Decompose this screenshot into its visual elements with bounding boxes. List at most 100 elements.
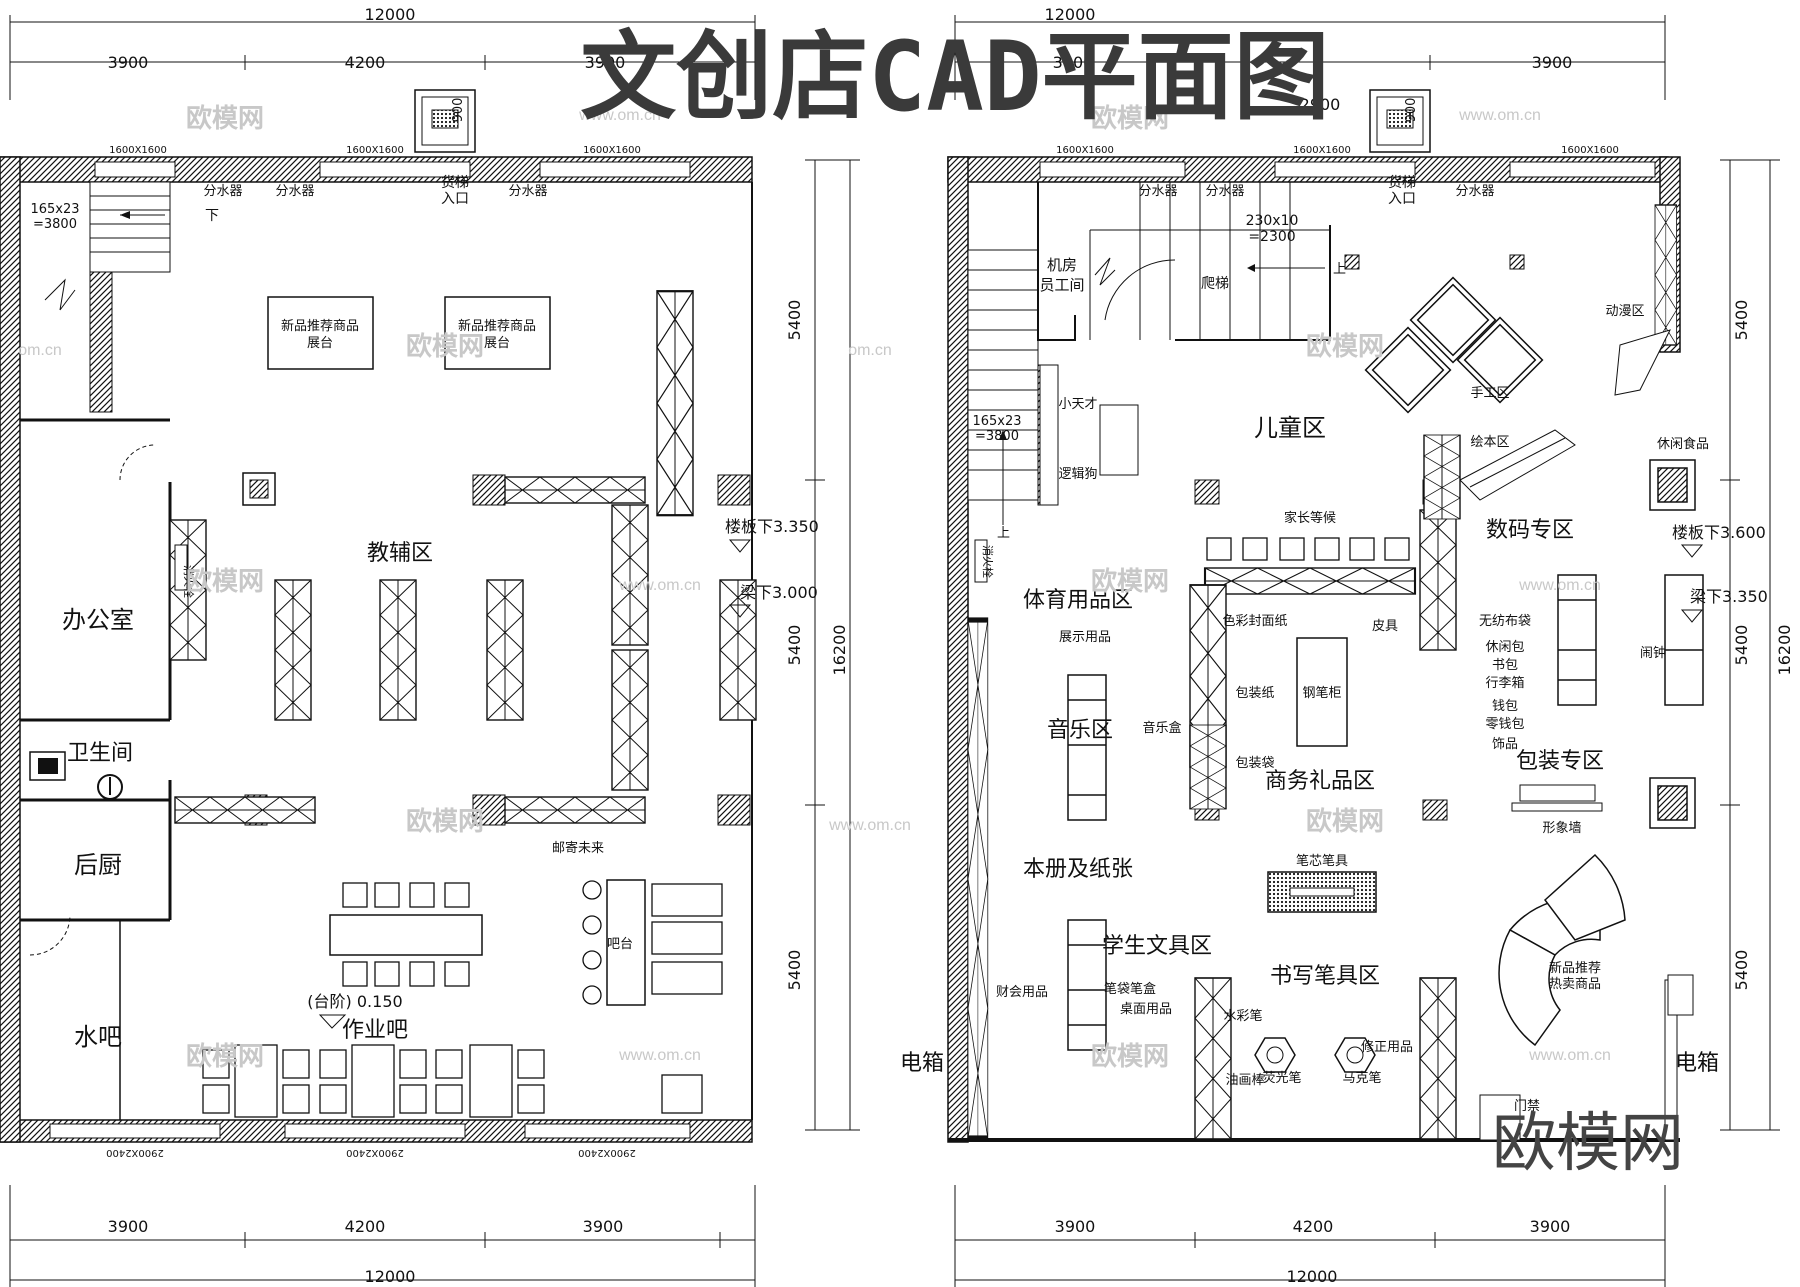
window-spec-top-1c: 1600X1600 bbox=[583, 145, 641, 156]
window-spec-top-2b: 1600X1600 bbox=[1293, 145, 1351, 156]
dim-vert-2a: 5400 bbox=[1732, 300, 1751, 341]
watermark-brand: 欧模网 bbox=[1306, 806, 1384, 836]
watermark-brand: 欧模网 bbox=[1091, 566, 1169, 596]
zone-digital: 数码专区 bbox=[1486, 518, 1574, 543]
window-spec-bottom-1c: 2900X2400 bbox=[578, 1147, 636, 1158]
booth-label-1b: 新品推荐商品 bbox=[458, 318, 536, 334]
gift-bags-label: 包装袋 bbox=[1235, 756, 1274, 771]
watermark-brand: 欧模网 bbox=[186, 566, 264, 596]
watermark-url: om.cn bbox=[848, 342, 892, 359]
brand-logo-text: 欧模网 bbox=[1492, 1107, 1684, 1179]
watermark-url: www.om.cn bbox=[1528, 1047, 1611, 1064]
pencil-case-label: 笔袋笔盒 bbox=[1104, 981, 1156, 997]
elec-box-right: 电箱 bbox=[1675, 1051, 1719, 1076]
dim-seg-top-1b: 4200 bbox=[345, 53, 386, 72]
dim-lift-2: 900 bbox=[1404, 98, 1419, 123]
accessories-label: 饰品 bbox=[1492, 737, 1518, 752]
zone-wc: 卫生间 bbox=[67, 741, 133, 766]
dim-vert-1b: 5400 bbox=[785, 625, 804, 666]
correction-label: 修正用品 bbox=[1361, 1040, 1413, 1055]
plan-2-second-floor bbox=[947, 15, 1780, 1287]
watercolor-label: 水彩笔 bbox=[1223, 1008, 1262, 1024]
watermark-brand: 欧模网 bbox=[1091, 103, 1169, 133]
color-cover-label: 色彩封面纸 bbox=[1222, 613, 1287, 629]
ladder-label: 爬梯 bbox=[1201, 276, 1229, 292]
water-divider-1c: 分水器 bbox=[508, 184, 547, 199]
dim-seg-bottom-2b: 4200 bbox=[1293, 1217, 1334, 1236]
step-level-1: (台阶) 0.150 bbox=[307, 992, 402, 1011]
hydrant-label-2: 消火栓 bbox=[981, 545, 995, 578]
wrapping-paper-label: 包装纸 bbox=[1235, 686, 1274, 701]
refills-label: 笔芯笔具 bbox=[1296, 853, 1348, 869]
zone-picture-books: 绘本区 bbox=[1470, 435, 1509, 450]
plan-1-first-floor bbox=[0, 15, 860, 1287]
zone-music: 音乐区 bbox=[1047, 718, 1113, 743]
new-hot-line1: 新品推荐 bbox=[1549, 960, 1601, 976]
alarm-clock-label: 闹钟 bbox=[1640, 645, 1666, 661]
dim-total-bottom-2: 12000 bbox=[1287, 1267, 1338, 1286]
small-genius-label: 小天才 bbox=[1058, 397, 1097, 412]
watermark-brand: 欧模网 bbox=[1306, 331, 1384, 361]
logic-dog-label: 逻辑狗 bbox=[1058, 467, 1097, 482]
dim-total-bottom-1: 12000 bbox=[365, 1267, 416, 1286]
stair-len-1: =3800 bbox=[33, 217, 77, 232]
image-wall-label: 形象墙 bbox=[1542, 821, 1581, 836]
dim-vert-total-2: 16200 bbox=[1775, 625, 1794, 676]
stair-down-label: 下 bbox=[205, 208, 219, 224]
marker-label: 马克笔 bbox=[1342, 1070, 1381, 1086]
window-spec-bottom-1b: 2900X2400 bbox=[346, 1147, 404, 1158]
school-bag-label: 书包 bbox=[1492, 658, 1518, 673]
wallet-label: 钱包 bbox=[1492, 699, 1518, 714]
dim-seg-top-2c: 3900 bbox=[1532, 53, 1573, 72]
dim-seg-top-1c: 3900 bbox=[585, 53, 626, 72]
watermark-url: www.om.cn bbox=[578, 107, 661, 124]
cargo-lift-label-2: 货梯 bbox=[1388, 174, 1416, 191]
watermark-url: www.om.cn bbox=[618, 577, 701, 594]
watermarks: 欧模网 欧模网 www.om.cn www.om.cn 欧模网 欧模网 om.c… bbox=[18, 103, 1611, 1071]
zone-office: 办公室 bbox=[62, 606, 134, 634]
dim-seg-bottom-2a: 3900 bbox=[1055, 1217, 1096, 1236]
highlighter-label: 荧光笔 bbox=[1262, 1070, 1301, 1086]
machine-room-label: 机房 bbox=[1047, 256, 1077, 274]
beam-level-1: 梁下3.000 bbox=[740, 583, 818, 602]
dim-seg-bottom-1a: 3900 bbox=[108, 1217, 149, 1236]
coin-purse-label: 零钱包 bbox=[1485, 717, 1524, 732]
dim-vert-1c: 5400 bbox=[785, 950, 804, 991]
zone-kitchen: 后厨 bbox=[74, 851, 122, 879]
luggage-label: 行李箱 bbox=[1485, 675, 1524, 691]
zone-handcraft: 手工区 bbox=[1470, 386, 1509, 401]
window-spec-top-2a: 1600X1600 bbox=[1056, 145, 1114, 156]
pen-cabinet-label: 钢笔柜 bbox=[1302, 685, 1341, 701]
finance-supplies-label: 财会用品 bbox=[996, 985, 1048, 1000]
dim-seg-bottom-1b: 4200 bbox=[345, 1217, 386, 1236]
dim-vert-2b: 5400 bbox=[1732, 625, 1751, 666]
zone-gifts: 商务礼品区 bbox=[1265, 769, 1375, 794]
zone-student: 学生文具区 bbox=[1102, 934, 1212, 959]
dim-seg-top-1a: 3900 bbox=[108, 53, 149, 72]
zone-jiaofu: 教辅区 bbox=[367, 541, 433, 566]
water-divider-2a: 分水器 bbox=[1138, 184, 1177, 199]
watermark-url: www.om.cn bbox=[828, 817, 911, 834]
nonwoven-bag-label: 无纺布袋 bbox=[1479, 614, 1531, 629]
display-goods-label: 展示用品 bbox=[1059, 630, 1111, 645]
up-label-2b: 上 bbox=[997, 526, 1010, 541]
leather-label: 皮具 bbox=[1372, 619, 1398, 634]
page-title: 文创店CAD平面图 bbox=[580, 21, 1329, 133]
zone-mail-future: 邮寄未来 bbox=[552, 840, 604, 856]
watermark-brand: 欧模网 bbox=[186, 1041, 264, 1071]
music-box-label: 音乐盒 bbox=[1142, 720, 1181, 736]
dim-vert-total-1: 16200 bbox=[830, 625, 849, 676]
window-spec-top-1b: 1600X1600 bbox=[346, 145, 404, 156]
watermark-brand: 欧模网 bbox=[406, 806, 484, 836]
floor-level-1: 楼板下3.350 bbox=[725, 517, 819, 536]
dim-vert-1a: 5400 bbox=[785, 300, 804, 341]
water-divider-2c: 分水器 bbox=[1455, 184, 1494, 199]
lift-entry-label-2: 入口 bbox=[1388, 191, 1416, 207]
hydrant-label-1: 消火栓 bbox=[182, 565, 196, 598]
stair-spec-1: 165x23 bbox=[30, 202, 79, 217]
water-divider-1b: 分水器 bbox=[275, 184, 314, 199]
dim-vert-2c: 5400 bbox=[1732, 950, 1751, 991]
staff-room-label: 员工间 bbox=[1039, 276, 1084, 294]
watermark-brand: 欧模网 bbox=[1091, 1041, 1169, 1071]
zone-notebooks: 本册及纸张 bbox=[1023, 857, 1133, 882]
